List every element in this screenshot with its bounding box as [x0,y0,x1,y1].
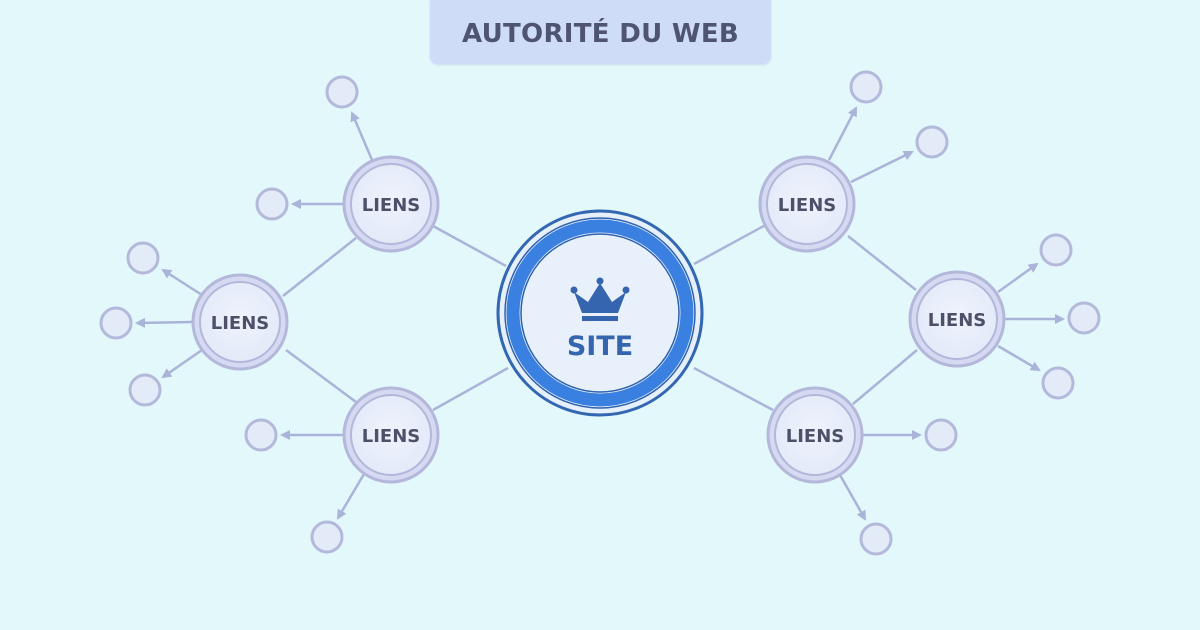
leaf-node [244,418,278,452]
link-node-label: LIENS [928,310,987,331]
leaf-node [849,70,883,104]
leaf-node [310,520,344,554]
leaf-nodes [99,70,1101,556]
link-node-top-left: LIENS [342,155,440,253]
link-node-label: LIENS [786,426,845,447]
page-title: AUTORITÉ DU WEB [461,19,740,49]
link-node-right: LIENS [908,270,1006,368]
crown-icon [570,277,630,321]
link-node-label: LIENS [211,313,270,334]
arrow-connectors [135,106,1065,521]
leaf-node [99,306,133,340]
title-banner: AUTORITÉ DU WEB [430,0,771,64]
leaf-node [859,522,893,556]
leaf-node [325,75,359,109]
link-node-label: LIENS [362,426,421,447]
leaf-node [915,125,949,159]
site-label: SITE [567,331,633,362]
leaf-node [924,418,958,452]
leaf-node [1041,366,1075,400]
link-node-top-right: LIENS [758,155,856,253]
link-node-bottom-right: LIENS [766,386,864,484]
link-node-bottom-left: LIENS [342,386,440,484]
link-node-label: LIENS [778,195,837,216]
leaf-node [255,187,289,221]
leaf-node [126,241,160,275]
link-node-left: LIENS [191,273,289,371]
link-node-label: LIENS [362,195,421,216]
leaf-node [1039,233,1073,267]
leaf-node [1067,301,1101,335]
leaf-node [128,373,162,407]
site-node: SITE [496,209,704,417]
